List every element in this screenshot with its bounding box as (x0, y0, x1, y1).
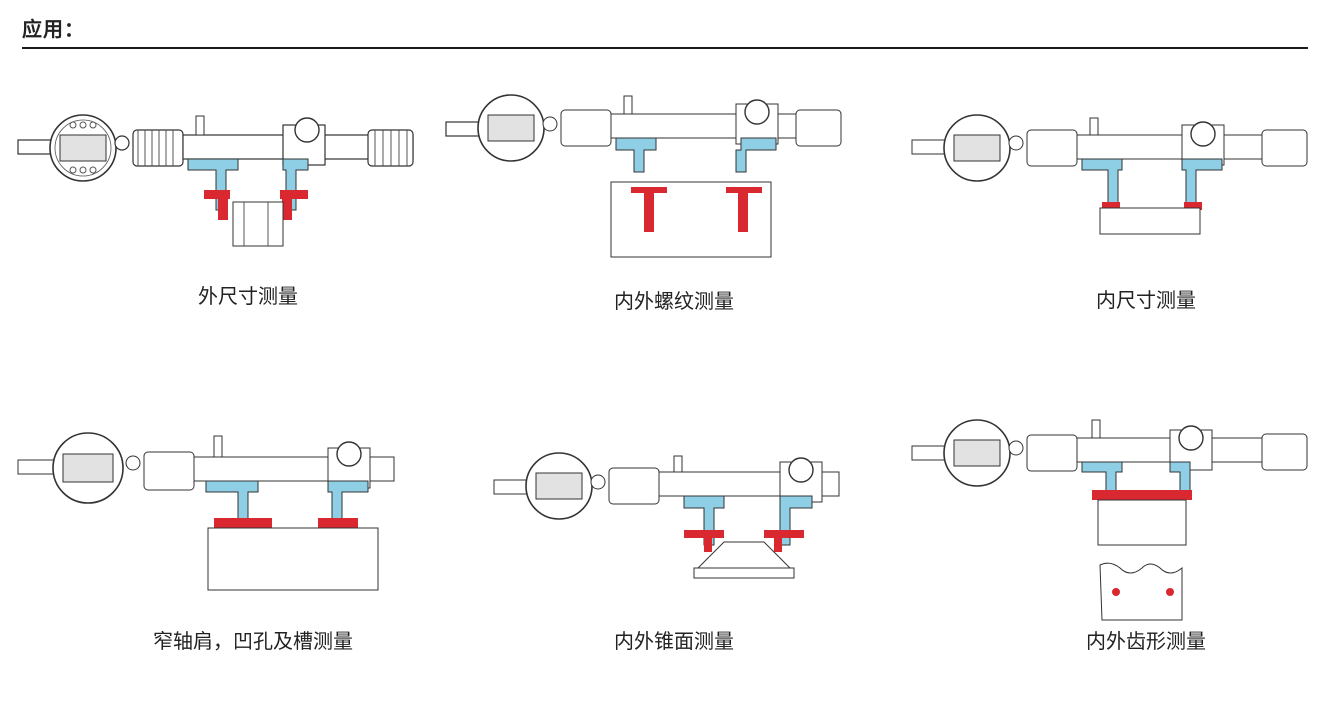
section-header: 应用： (22, 14, 1308, 49)
caliper-gauge (17, 114, 414, 182)
caption-outer-measurement: 外尺寸测量 (198, 284, 298, 308)
section-title: 应用： (22, 17, 85, 41)
caption-cone-measurement: 内外锥面测量 (614, 629, 734, 653)
figure-inner-measurement (911, 114, 1308, 235)
caption-thread-measurement: 内外螺纹测量 (614, 289, 734, 313)
figure-cone-measurement (493, 452, 840, 579)
caption-groove-measurement: 窄轴肩，凹孔及槽测量 (153, 629, 353, 653)
caption-inner-measurement: 内尺寸测量 (1096, 288, 1196, 312)
figure-outer-measurement (17, 114, 414, 247)
figure-groove-measurement (17, 432, 395, 591)
figure-thread-measurement (445, 94, 842, 258)
figure-gear-measurement (911, 419, 1308, 621)
caption-gear-measurement: 内外齿形测量 (1086, 629, 1206, 653)
